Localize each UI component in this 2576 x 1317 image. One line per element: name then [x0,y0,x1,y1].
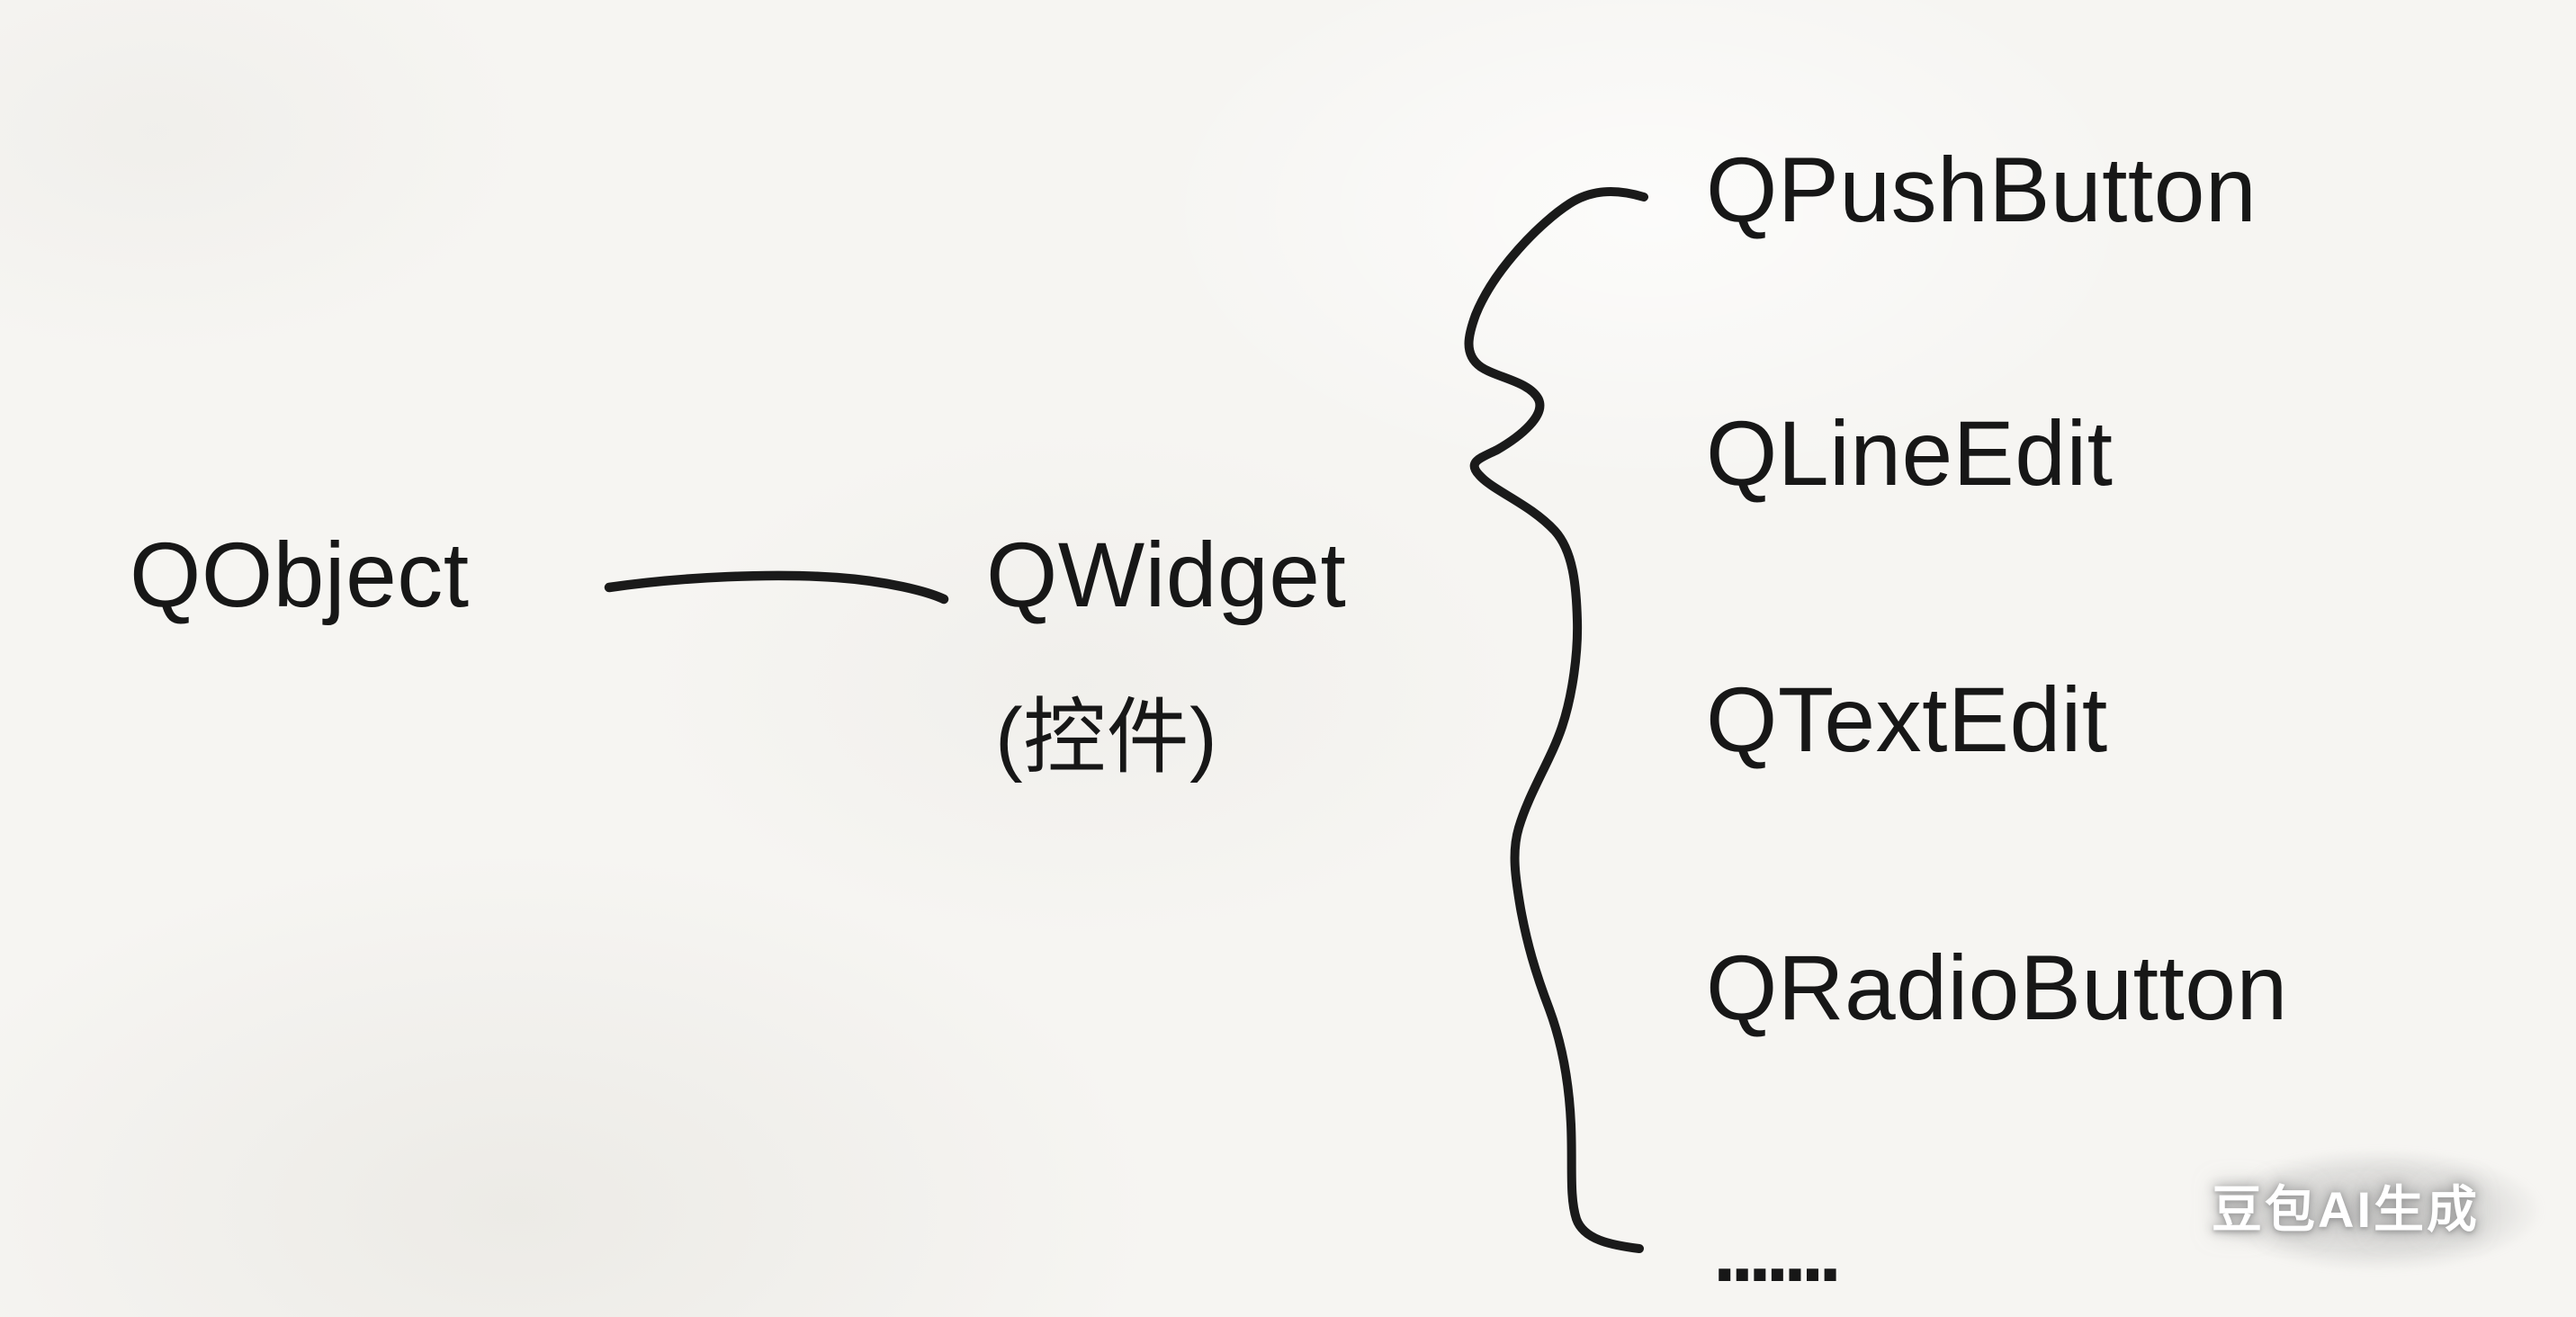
node-label-ellipsis-more-widgets: ....... [1713,1207,1842,1299]
node-label-qwidget: QWidget [986,524,1347,626]
node-label-qradiobutton: QRadioButton [1706,936,2288,1039]
inheritance-line-icon [604,570,949,605]
watermark-doubao-ai-generated: 豆包AI生成 [2212,1181,2480,1238]
watermark-glow [2167,1132,2576,1289]
curly-brace-icon [1464,187,1648,1253]
node-annotation-kongjian: (控件) [995,692,1218,784]
node-label-qpushbutton: QPushButton [1706,139,2257,241]
node-label-qlineedit: QLineEdit [1706,402,2114,505]
node-label-qtextedit: QTextEdit [1706,668,2108,771]
node-label-qobject: QObject [130,524,470,626]
